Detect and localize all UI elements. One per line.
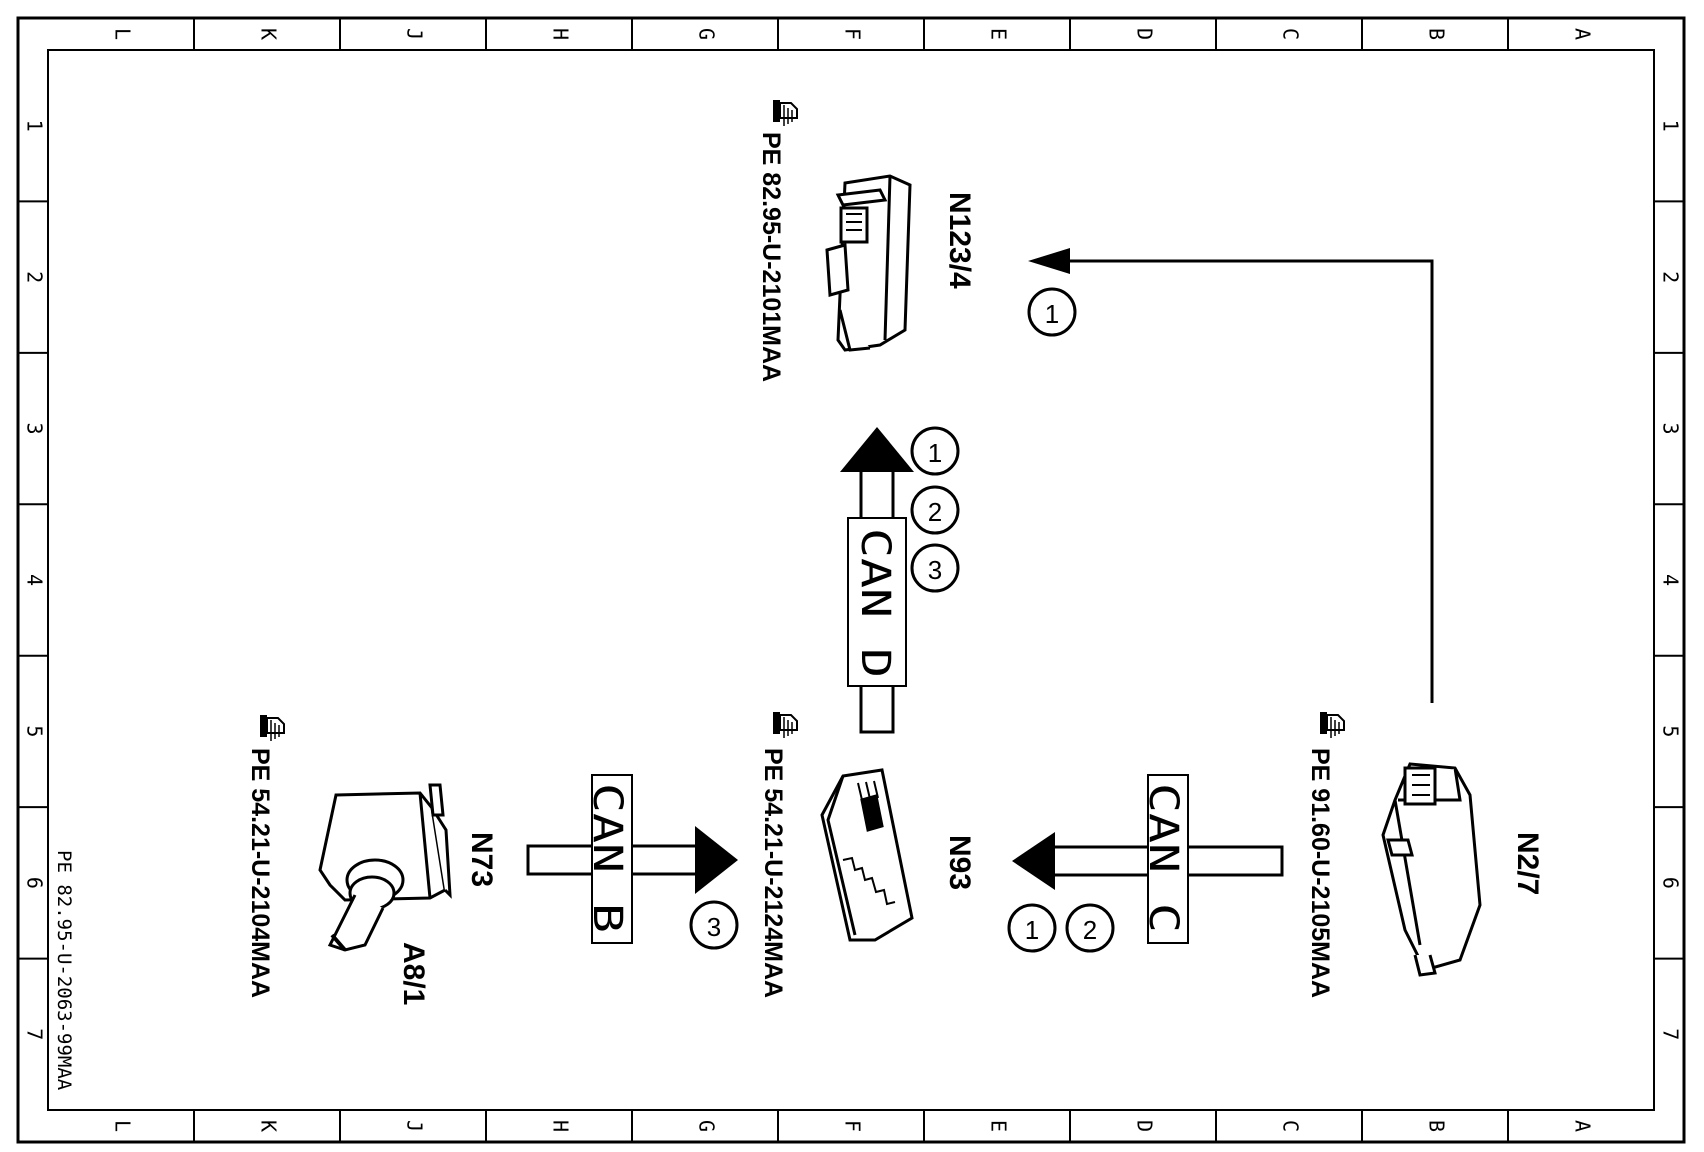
row-label-left: 5 bbox=[23, 725, 47, 737]
row-label-left: 2 bbox=[23, 271, 47, 283]
n93-module-icon bbox=[820, 768, 914, 942]
row-label-left: 6 bbox=[23, 877, 47, 889]
a8-1-reference: PE 54.21-U-2104MAA bbox=[246, 748, 274, 998]
column-labels: L L K K J J H H G G F F E E D D C C B B A A bbox=[111, 28, 1595, 1132]
column-label-bottom: H bbox=[549, 1120, 573, 1132]
sheet-frame bbox=[16, 16, 1686, 1144]
column-label-top: J bbox=[403, 28, 427, 40]
can-d-label: CAN D bbox=[852, 528, 898, 678]
row-label-left: 4 bbox=[23, 574, 47, 586]
column-label-top: A bbox=[1571, 28, 1595, 40]
row-label-left: 7 bbox=[23, 1028, 47, 1040]
column-label-bottom: K bbox=[257, 1120, 281, 1132]
row-label-right: 7 bbox=[1659, 1028, 1683, 1040]
column-label-top: K bbox=[257, 28, 281, 40]
can-c-marker-1: 1 bbox=[1007, 903, 1057, 953]
row-labels: 1 1 2 2 3 3 4 4 5 5 6 6 7 7 bbox=[22, 120, 1682, 1041]
direct-marker-1: 1 bbox=[1027, 287, 1077, 337]
column-label-bottom: A bbox=[1571, 1120, 1595, 1132]
n2-7-module-icon bbox=[1381, 762, 1482, 977]
a8-1-reference-pointing-hand-icon bbox=[259, 714, 285, 742]
row-label-left: 1 bbox=[22, 120, 46, 132]
column-label-bottom: D bbox=[1133, 1120, 1157, 1132]
can-c-label: CAN C bbox=[1140, 783, 1186, 933]
can-d-marker-1: 1 bbox=[910, 426, 960, 476]
column-label-top: G bbox=[695, 28, 719, 40]
row-label-right: 1 bbox=[1659, 120, 1683, 132]
can-c-marker-2: 2 bbox=[1065, 903, 1115, 953]
can-b-bus bbox=[526, 774, 738, 944]
row-label-left: 3 bbox=[23, 423, 47, 435]
n123-4-module-icon bbox=[825, 174, 912, 352]
row-label-right: 2 bbox=[1659, 271, 1683, 283]
n93-label: N93 bbox=[943, 835, 976, 890]
can-d-bus bbox=[840, 427, 914, 734]
n93-reference-pointing-hand-icon bbox=[772, 711, 798, 739]
svg-text:3: 3 bbox=[707, 912, 721, 942]
n2-7-label: N2/7 bbox=[1511, 832, 1544, 895]
n123-4-reference-pointing-hand-icon bbox=[772, 99, 798, 127]
n123-4-label: N123/4 bbox=[943, 192, 976, 289]
n123-4-reference: PE 82.95-U-2101MAA bbox=[757, 132, 785, 382]
can-b-marker-3: 3 bbox=[689, 900, 739, 950]
column-label-bottom: E bbox=[987, 1120, 1011, 1132]
can-d-marker-2: 2 bbox=[910, 485, 960, 535]
row-label-right: 6 bbox=[1659, 877, 1683, 889]
can-d-marker-3: 3 bbox=[910, 543, 960, 593]
drawing-number: PE 82.95-U-2063-99MAA bbox=[53, 850, 75, 1091]
column-label-top: C bbox=[1279, 28, 1303, 40]
direct-connection-line bbox=[1028, 248, 1434, 703]
column-label-top: E bbox=[987, 28, 1011, 40]
column-label-bottom: B bbox=[1425, 1120, 1449, 1132]
column-label-bottom: L bbox=[111, 1120, 135, 1132]
svg-text:1: 1 bbox=[1045, 299, 1059, 329]
row-label-right: 3 bbox=[1659, 423, 1683, 435]
n2-7-reference: PE 91.60-U-2105MAA bbox=[1306, 748, 1334, 998]
column-label-top: L bbox=[111, 28, 135, 40]
svg-text:1: 1 bbox=[1025, 915, 1039, 945]
a8-1-label: A8/1 bbox=[397, 942, 430, 1005]
column-label-top: B bbox=[1425, 28, 1449, 40]
svg-text:2: 2 bbox=[1083, 915, 1097, 945]
can-b-label: CAN B bbox=[584, 783, 630, 933]
svg-text:1: 1 bbox=[928, 438, 942, 468]
svg-text:3: 3 bbox=[928, 555, 942, 585]
column-label-bottom: J bbox=[403, 1120, 427, 1132]
svg-text:2: 2 bbox=[928, 497, 942, 527]
n93-reference: PE 54.21-U-2124MAA bbox=[759, 748, 787, 998]
column-label-top: D bbox=[1133, 28, 1157, 40]
n73-label: N73 bbox=[465, 832, 498, 887]
column-label-bottom: C bbox=[1279, 1120, 1303, 1132]
column-label-top: H bbox=[549, 28, 573, 40]
a8-1-ignition-switch-icon bbox=[318, 783, 452, 952]
column-label-top: F bbox=[841, 28, 865, 40]
n2-7-reference-pointing-hand-icon bbox=[1319, 711, 1345, 739]
row-label-right: 4 bbox=[1659, 574, 1683, 586]
column-label-bottom: F bbox=[841, 1120, 865, 1132]
column-label-bottom: G bbox=[695, 1120, 719, 1132]
can-c-bus bbox=[1012, 774, 1284, 944]
row-label-right: 5 bbox=[1659, 725, 1683, 737]
